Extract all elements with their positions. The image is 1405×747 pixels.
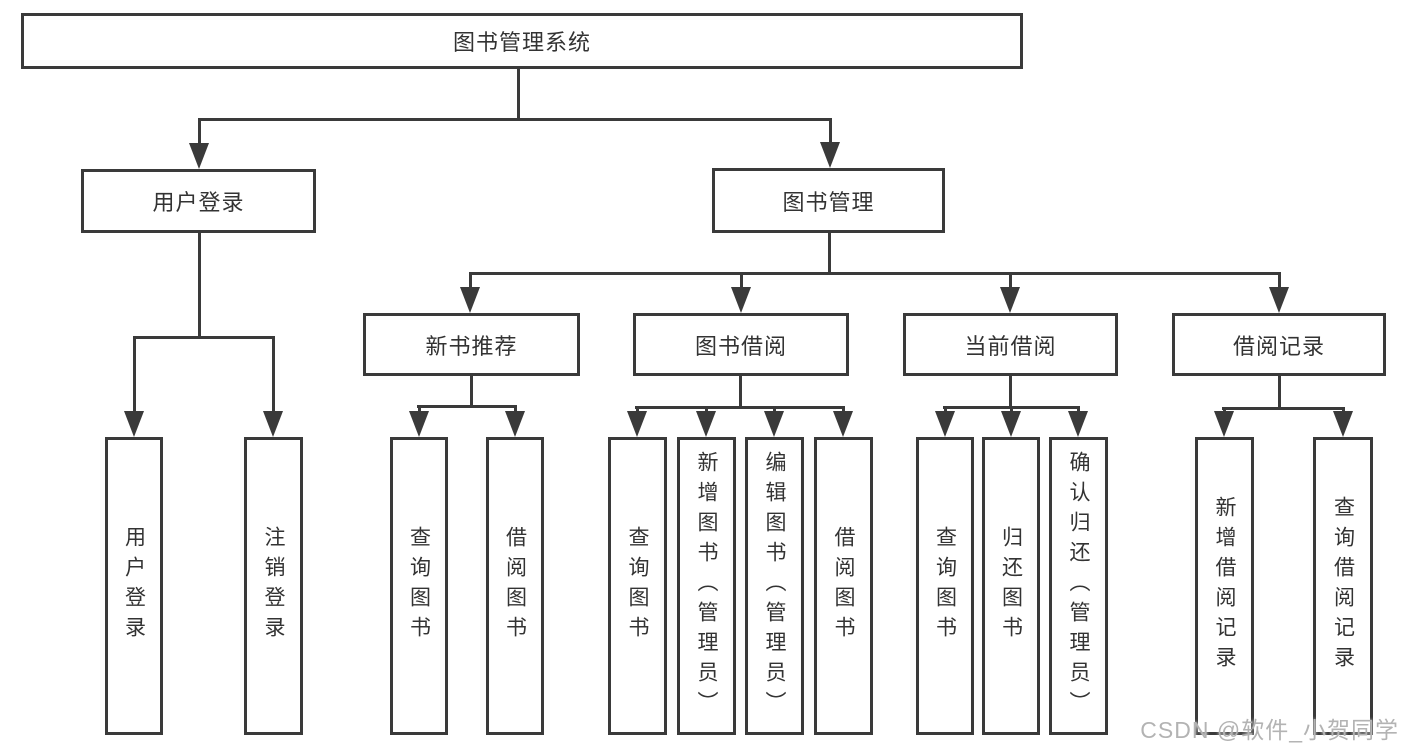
node-user-login: 用户登录 — [81, 169, 316, 233]
leaf-br-add-record-label: 新增借阅记录 — [1213, 496, 1236, 676]
connector-book-borrow-rail — [635, 406, 845, 409]
leaf-bb-query-books-label: 查询图书 — [626, 526, 649, 646]
connector-stem-leaf-logout — [272, 338, 275, 413]
connector-stem-new-book — [469, 274, 472, 289]
connector-stem-current-borrow — [1009, 274, 1012, 289]
connector-level3-rail — [469, 272, 1281, 275]
connector-user-login-rail — [133, 336, 275, 339]
node-current-borrow: 当前借阅 — [903, 313, 1118, 376]
connector-current-borrow-down — [1009, 376, 1012, 408]
leaf-bb-query-books: 查询图书 — [608, 437, 667, 735]
arrow-to-br-query — [1333, 411, 1353, 437]
connector-current-borrow-rail — [943, 406, 1080, 409]
csdn-watermark: CSDN @软件_小贺同学 — [1140, 717, 1399, 743]
connector-new-book-down — [470, 376, 473, 407]
connector-stem-book-borrow — [740, 274, 743, 289]
arrow-to-book-borrow — [731, 287, 751, 313]
node-borrow-records: 借阅记录 — [1172, 313, 1386, 376]
leaf-nbr-borrow-books: 借阅图书 — [486, 437, 544, 735]
connector-borrow-records-rail — [1222, 407, 1345, 410]
leaf-user-login-label: 用户登录 — [122, 526, 146, 646]
node-new-book-recommend: 新书推荐 — [363, 313, 580, 376]
arrow-to-new-book-recommend — [460, 287, 480, 313]
leaf-br-query-record: 查询借阅记录 — [1313, 437, 1373, 735]
leaf-bb-borrow-books-label: 借阅图书 — [832, 526, 855, 646]
leaf-nbr-query-books-label: 查询图书 — [407, 526, 431, 646]
arrow-to-bb-add — [696, 411, 716, 437]
arrow-to-borrow-records — [1269, 287, 1289, 313]
arrow-to-current-borrow — [1000, 287, 1020, 313]
arrow-to-bb-borrow — [833, 411, 853, 437]
connector-user-login-down — [198, 232, 201, 338]
leaf-bb-add-books-admin: 新增图书（管理员） — [677, 437, 736, 735]
leaf-nbr-query-books: 查询图书 — [390, 437, 448, 735]
leaf-bb-add-books-admin-label: 新增图书（管理员） — [695, 451, 718, 721]
arrow-to-book-management — [820, 142, 840, 168]
arrow-to-leaf-user-login — [124, 411, 144, 437]
connector-new-book-rail — [417, 405, 517, 408]
arrow-to-nbr-query — [409, 411, 429, 437]
leaf-nbr-borrow-books-label: 借阅图书 — [503, 526, 527, 646]
leaf-br-add-record: 新增借阅记录 — [1195, 437, 1254, 735]
arrow-to-leaf-logout — [263, 411, 283, 437]
leaf-logout: 注销登录 — [244, 437, 303, 735]
leaf-cb-query-books: 查询图书 — [916, 437, 974, 735]
leaf-bb-borrow-books: 借阅图书 — [814, 437, 873, 735]
arrow-to-bb-query — [627, 411, 647, 437]
node-book-borrow: 图书借阅 — [633, 313, 849, 376]
arrow-to-cb-return — [1001, 411, 1021, 437]
arrow-to-cb-confirm — [1068, 411, 1088, 437]
connector-stem-book-management — [829, 120, 832, 145]
connector-root-trunk — [517, 68, 520, 120]
leaf-cb-query-books-label: 查询图书 — [933, 526, 957, 646]
connector-level1-rail — [198, 118, 832, 121]
leaf-logout-label: 注销登录 — [262, 526, 285, 646]
leaf-cb-confirm-return-admin: 确认归还（管理员） — [1049, 437, 1108, 735]
connector-borrow-records-down — [1278, 376, 1281, 409]
leaf-bb-edit-books-admin-label: 编辑图书（管理员） — [763, 451, 786, 721]
connector-stem-borrow-records — [1278, 274, 1281, 289]
node-book-management: 图书管理 — [712, 168, 945, 233]
arrow-to-user-login — [189, 143, 209, 169]
arrow-to-nbr-borrow — [505, 411, 525, 437]
leaf-cb-return-books: 归还图书 — [982, 437, 1040, 735]
connector-book-borrow-down — [739, 376, 742, 408]
leaf-cb-confirm-return-admin-label: 确认归还（管理员） — [1067, 451, 1090, 721]
leaf-bb-edit-books-admin: 编辑图书（管理员） — [745, 437, 804, 735]
leaf-br-query-record-label: 查询借阅记录 — [1331, 496, 1355, 676]
connector-stem-leaf-user-login — [133, 338, 136, 413]
leaf-cb-return-books-label: 归还图书 — [999, 526, 1023, 646]
connector-book-management-down — [828, 232, 831, 274]
node-root-library-system: 图书管理系统 — [21, 13, 1023, 69]
arrow-to-cb-query — [935, 411, 955, 437]
leaf-user-login: 用户登录 — [105, 437, 163, 735]
arrow-to-br-add — [1214, 411, 1234, 437]
connector-stem-user-login — [198, 120, 201, 145]
arrow-to-bb-edit — [764, 411, 784, 437]
